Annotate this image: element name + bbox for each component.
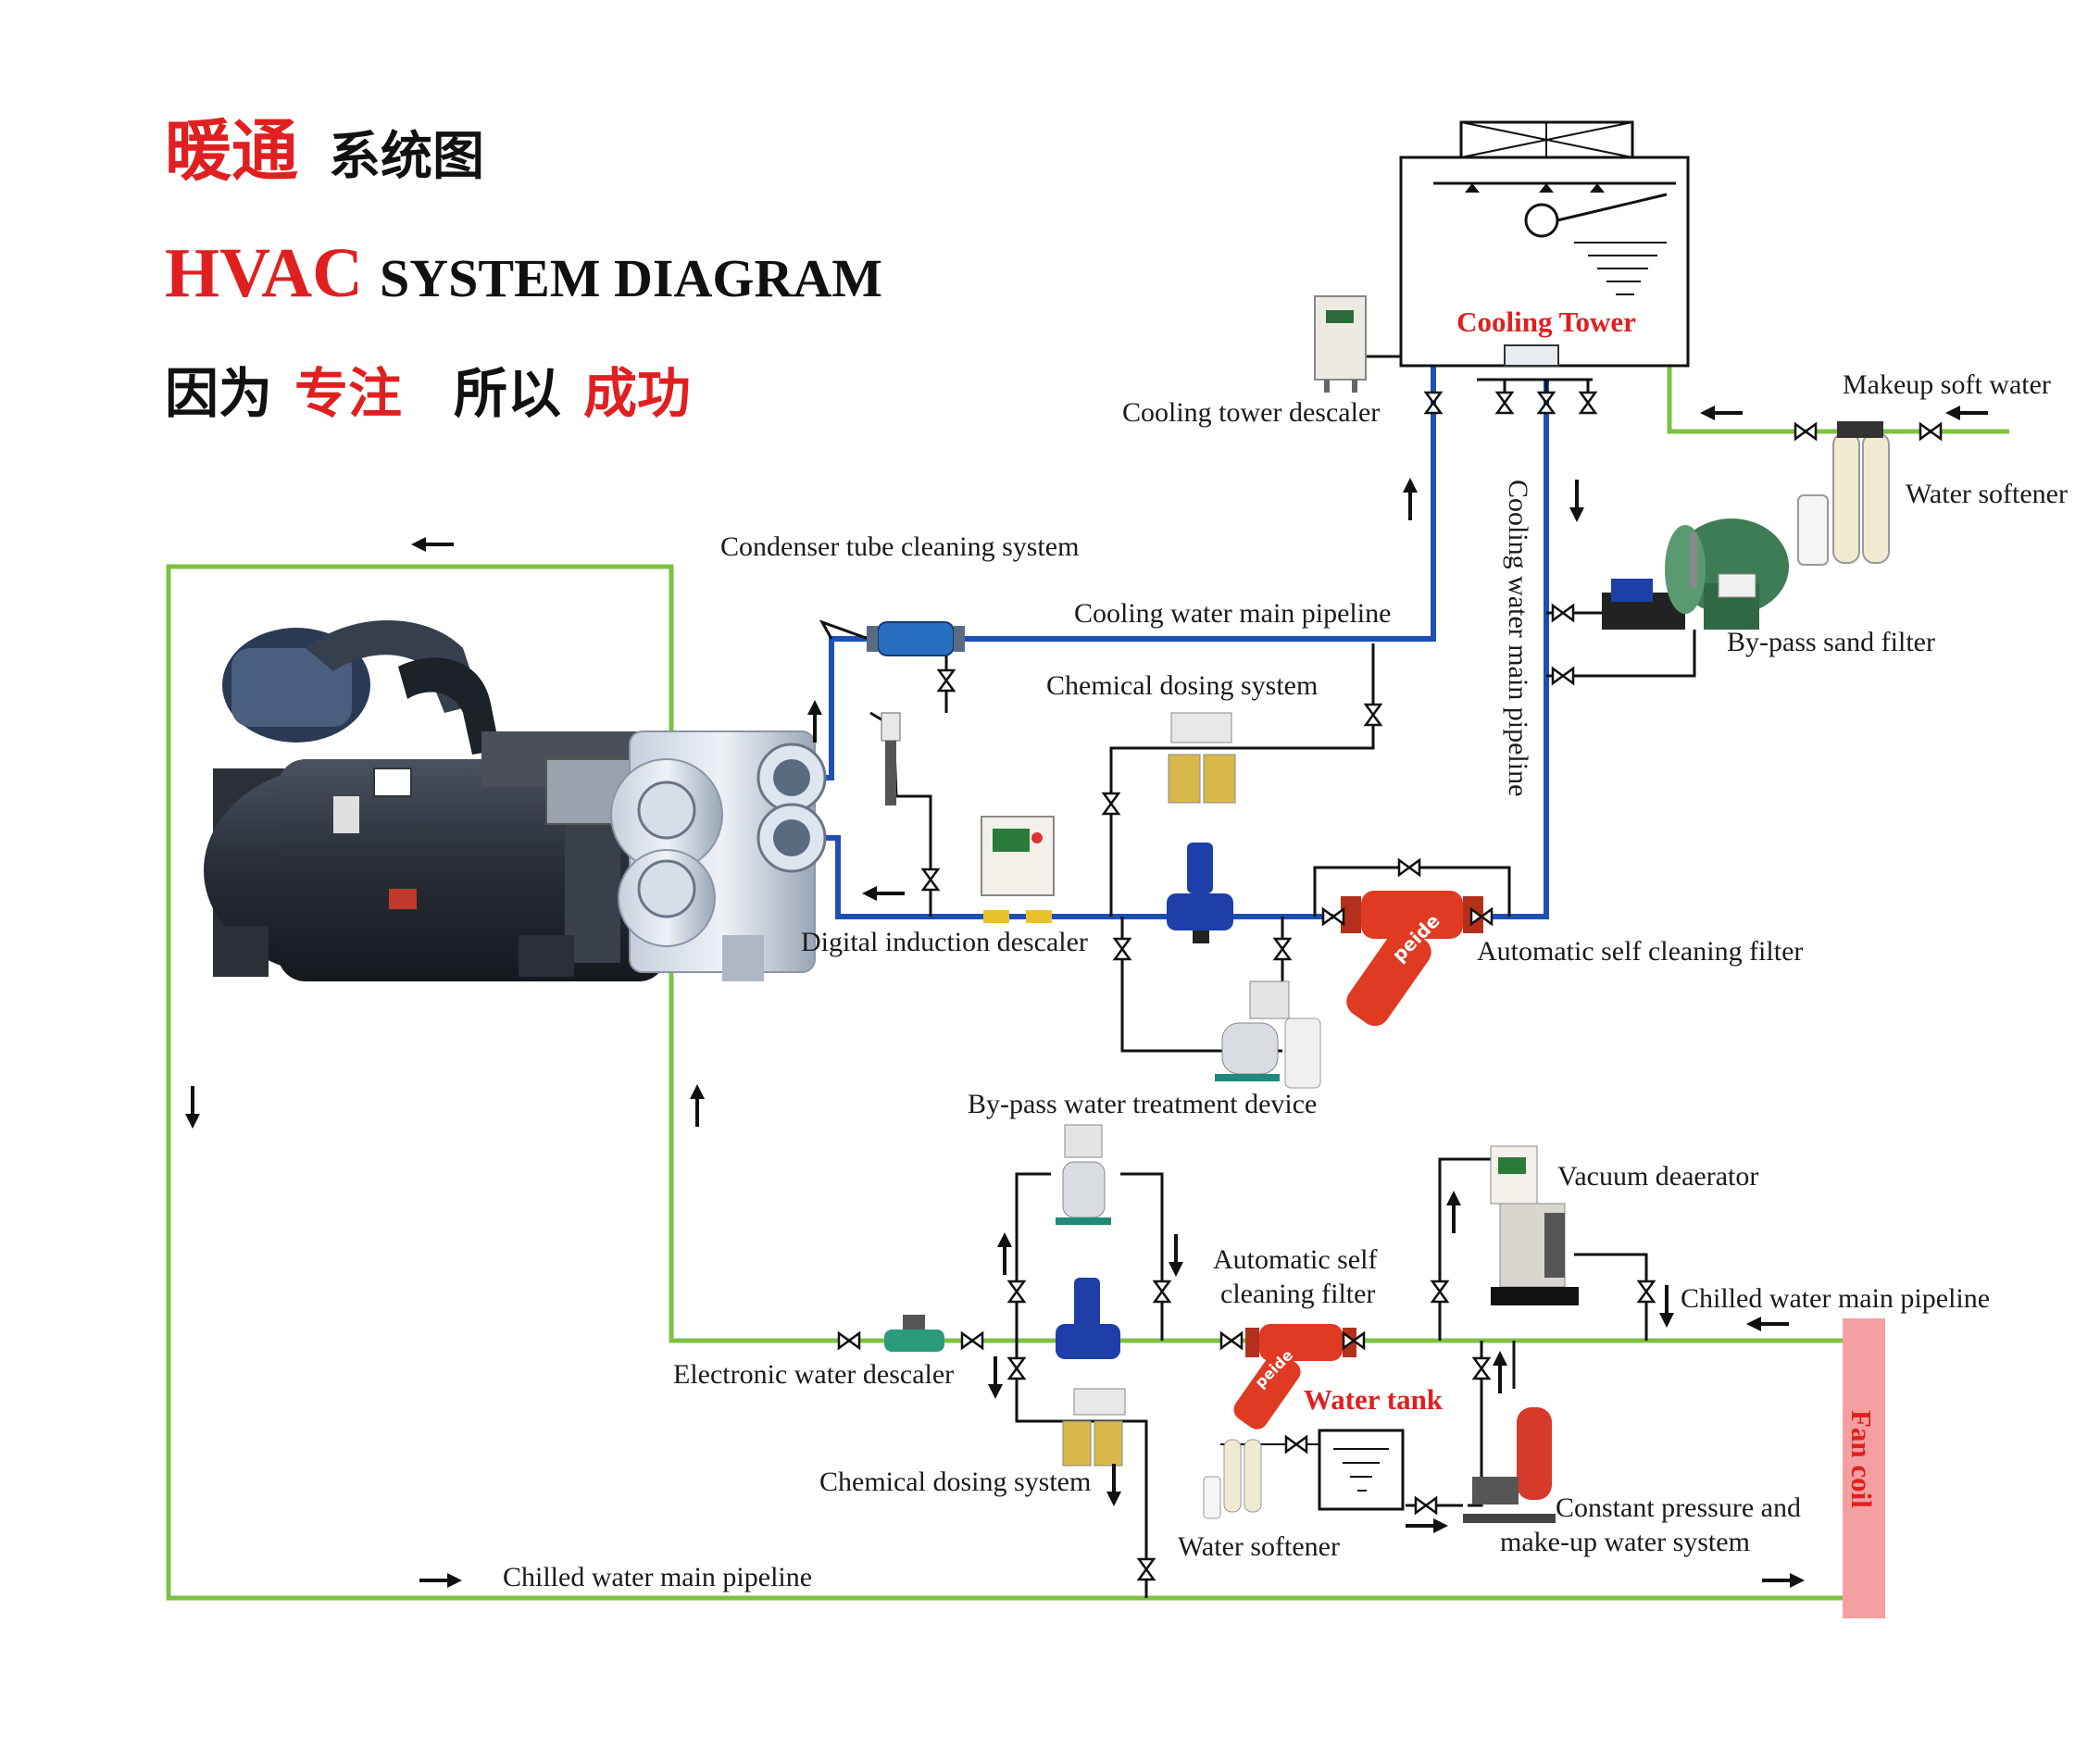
cooling-tower-descaler-unit bbox=[1314, 295, 1367, 393]
water-tank-unit: Water tank bbox=[1304, 1383, 1444, 1511]
chilled-main-right-label: Chilled water main pipeline bbox=[1681, 1283, 1990, 1314]
cooling-tower-descaler-label: Cooling tower descaler bbox=[1122, 397, 1380, 428]
vacuum-deaerator-label: Vacuum deaerator bbox=[1557, 1161, 1758, 1192]
title-cn-red: 暖通 bbox=[165, 112, 298, 190]
constant-pressure-label-1: Constant pressure and bbox=[1556, 1492, 1801, 1523]
bypass-water-treatment-unit bbox=[1215, 980, 1321, 1089]
title-cn-black: 系统图 bbox=[329, 127, 484, 187]
fan-coil-box bbox=[1843, 1318, 1885, 1618]
constant-pressure-unit bbox=[1463, 1407, 1556, 1523]
title-en-red: HVAC bbox=[165, 234, 363, 312]
water-softener-top-label: Water softener bbox=[1906, 479, 2068, 509]
auto-filter-top-label: Automatic self cleaning filter bbox=[1477, 936, 1803, 967]
water-softener-bottom-label: Water softener bbox=[1178, 1531, 1340, 1562]
title-block: 暖通 系统图 HVAC SYSTEM DIAGRAM 因为 专注 所以 成功 bbox=[165, 112, 882, 425]
condenser-cleaning-unit bbox=[867, 621, 965, 805]
constant-pressure-label-2: make-up water system bbox=[1500, 1527, 1750, 1557]
digital-induction-descaler-label: Digital induction descaler bbox=[801, 927, 1088, 957]
makeup-soft-water-label: Makeup soft water bbox=[1843, 369, 2051, 400]
chemical-dosing-top-label: Chemical dosing system bbox=[1046, 670, 1318, 701]
title-en-black: SYSTEM DIAGRAM bbox=[380, 248, 882, 308]
chemical-dosing-top-unit bbox=[1168, 712, 1236, 804]
slogan-1: 因为 bbox=[165, 362, 272, 425]
bypass-water-treatment-label: By-pass water treatment device bbox=[968, 1089, 1317, 1119]
digital-induction-descaler-unit bbox=[981, 816, 1055, 923]
auto-filter-top-unit: peide bbox=[1341, 891, 1483, 1027]
cooling-tower: Cooling Tower bbox=[1399, 120, 1690, 368]
slogan-2: 专注 bbox=[294, 362, 402, 425]
pump-bottom bbox=[1056, 1278, 1120, 1359]
chiller-unit bbox=[204, 620, 827, 981]
bottom-bypass-treatment-unit bbox=[1056, 1124, 1111, 1225]
cooling-water-main-vertical-label: Cooling water main pipeline bbox=[1503, 480, 1533, 796]
electronic-descaler-label: Electronic water descaler bbox=[673, 1359, 954, 1390]
chemical-dosing-bottom-label: Chemical dosing system bbox=[819, 1467, 1091, 1497]
bypass-sand-filter-unit bbox=[1602, 518, 1789, 630]
auto-filter-bottom-unit: peide bbox=[1233, 1324, 1356, 1430]
labels: Cooling tower descaler Makeup soft water… bbox=[503, 369, 2068, 1592]
condenser-tube-cleaning-label: Condenser tube cleaning system bbox=[720, 531, 1079, 562]
water-tank-label: Water tank bbox=[1304, 1383, 1444, 1416]
electronic-descaler-unit bbox=[884, 1315, 944, 1352]
cooling-tower-label: Cooling Tower bbox=[1456, 306, 1636, 338]
slogan-3: 所以 bbox=[454, 362, 561, 425]
fan-coil-label: Fan coil bbox=[1845, 1410, 1878, 1508]
water-softener-top-unit bbox=[1797, 421, 1890, 566]
vacuum-deaerator-unit bbox=[1490, 1145, 1579, 1305]
chemical-dosing-bottom-unit bbox=[1062, 1388, 1126, 1467]
auto-filter-bottom-label-2: cleaning filter bbox=[1220, 1279, 1375, 1309]
slogan-4: 成功 bbox=[583, 362, 691, 425]
bypass-sand-filter-label: By-pass sand filter bbox=[1727, 627, 1935, 657]
water-softener-bottom-unit bbox=[1203, 1439, 1262, 1519]
chilled-main-bottom-label: Chilled water main pipeline bbox=[503, 1562, 812, 1592]
auto-filter-bottom-label-1: Automatic self bbox=[1213, 1244, 1377, 1275]
cooling-water-main-label: Cooling water main pipeline bbox=[1074, 598, 1391, 629]
pump-top bbox=[1167, 843, 1233, 943]
